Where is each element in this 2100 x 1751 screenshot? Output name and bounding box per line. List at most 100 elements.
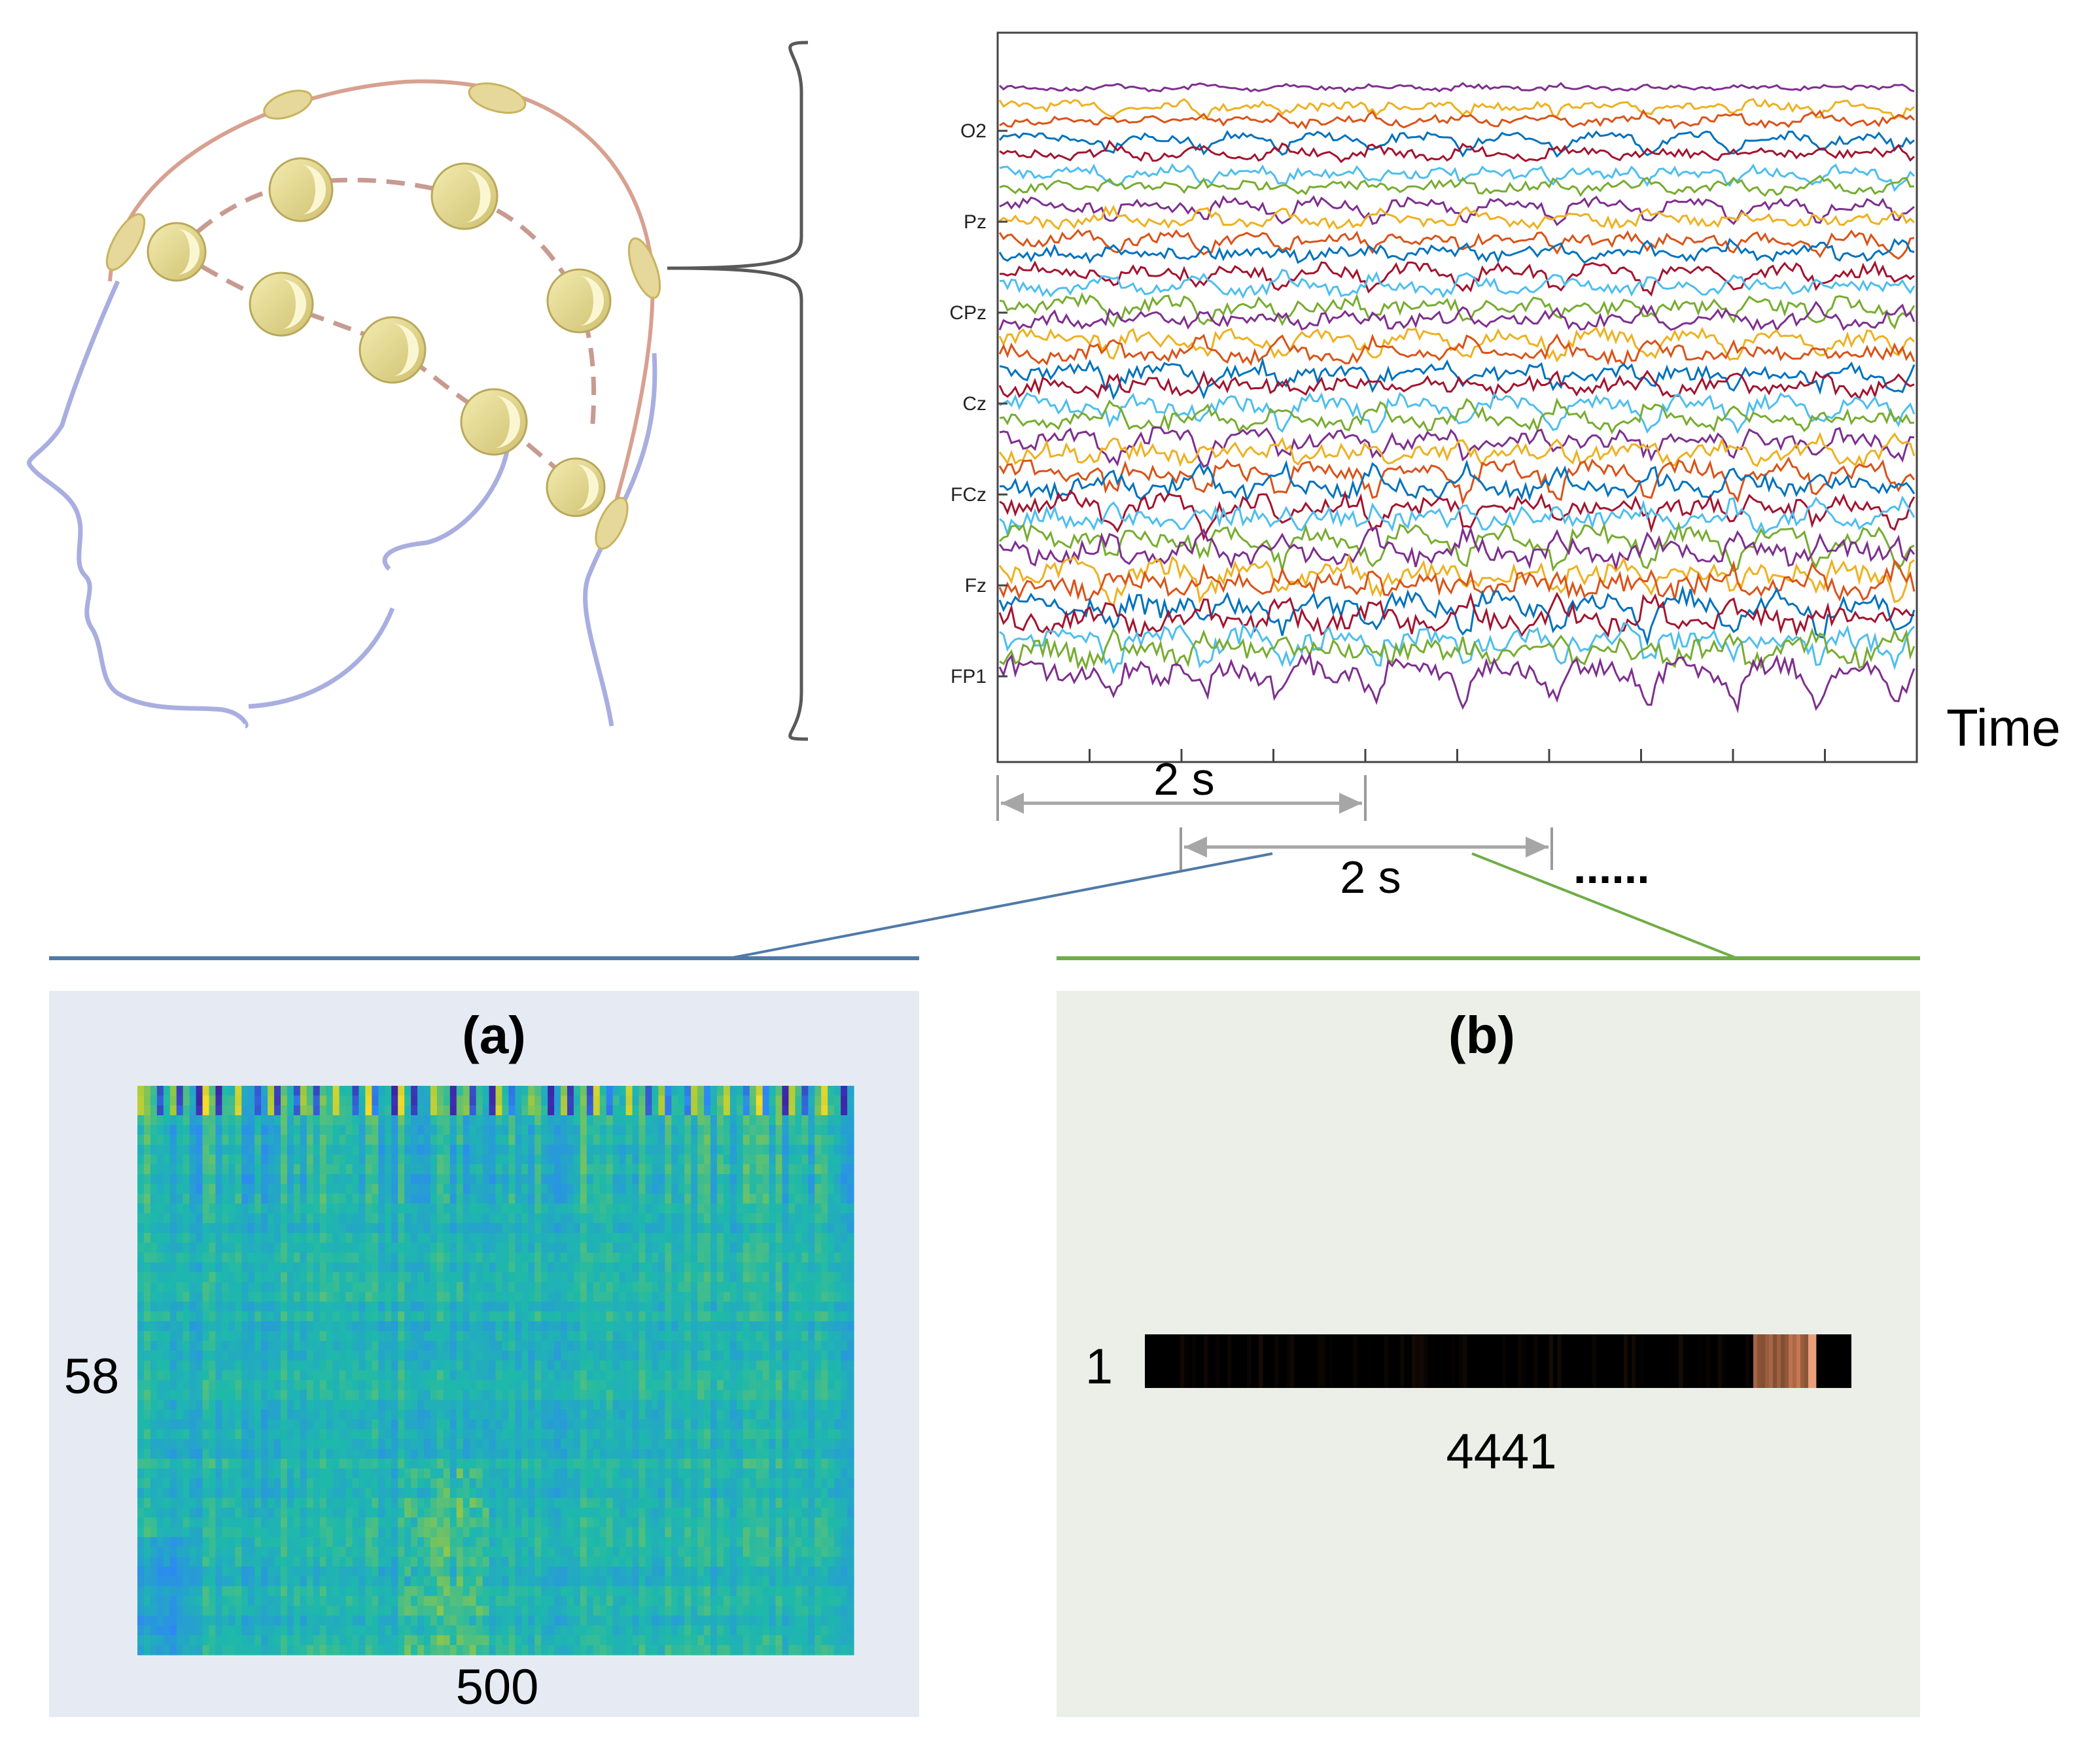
heatmap-cell	[704, 1253, 711, 1263]
heatmap-cell	[398, 1380, 405, 1391]
heatmap-cell	[469, 1184, 477, 1194]
heatmap-cell	[723, 1105, 731, 1116]
heatmap-cell	[359, 1508, 366, 1518]
heatmap-cell	[847, 1351, 854, 1361]
heatmap-cell	[443, 1517, 451, 1528]
heatmap-cell	[691, 1498, 698, 1508]
heatmap-cell	[345, 1302, 353, 1312]
heatmap-cell	[228, 1105, 236, 1116]
heatmap-cell	[287, 1253, 294, 1263]
heatmap-cell	[704, 1233, 711, 1243]
heatmap-cell	[332, 1145, 340, 1155]
heatmap-cell	[235, 1439, 242, 1449]
heatmap-cell	[828, 1204, 835, 1214]
heatmap-cell	[775, 1174, 783, 1185]
heatmap-cell	[658, 1302, 665, 1312]
heatmap-cell	[352, 1213, 360, 1224]
heatmap-cell	[391, 1351, 398, 1361]
eeg-trace	[999, 109, 1916, 130]
heatmap-cell	[235, 1419, 242, 1430]
heatmap-cell	[548, 1419, 555, 1430]
head-neck-back	[583, 353, 657, 727]
heatmap-cell	[398, 1410, 405, 1420]
heatmap-cell	[235, 1390, 242, 1400]
eeg-trace	[999, 621, 1916, 675]
heatmap-cell	[625, 1105, 633, 1116]
heatmap-cell	[163, 1184, 171, 1194]
heatmap-cell	[156, 1262, 164, 1273]
heatmap-cell	[163, 1145, 171, 1155]
heatmap-cell	[319, 1233, 327, 1243]
heatmap-cell	[508, 1380, 516, 1391]
heatmap-cell	[495, 1419, 503, 1430]
heatmap-cell	[196, 1174, 203, 1185]
heatmap-cell	[456, 1115, 464, 1126]
heatmap-cell	[704, 1410, 711, 1420]
heatmap-cell	[241, 1292, 249, 1302]
heatmap-cell	[443, 1311, 451, 1322]
heatmap-cell	[202, 1204, 210, 1214]
heatmap-cell	[469, 1223, 477, 1234]
heatmap-cell	[482, 1125, 490, 1136]
heatmap-cell	[548, 1400, 555, 1410]
heatmap-cell	[502, 1341, 509, 1351]
heatmap-cell	[834, 1086, 841, 1096]
heatmap-cell	[801, 1096, 809, 1106]
heatmap-cell	[359, 1488, 366, 1499]
heatmap-cell	[554, 1164, 561, 1175]
heatmap-cell	[156, 1459, 164, 1469]
heatmap-cell	[137, 1115, 145, 1126]
heatmap-cell	[541, 1135, 548, 1145]
heatmap-cell	[235, 1105, 242, 1116]
heatmap-cell	[449, 1184, 457, 1194]
heatmap-cell	[834, 1341, 841, 1351]
heatmap-cell	[424, 1468, 431, 1479]
heatmap-cell	[463, 1096, 470, 1106]
heatmap-cell	[704, 1194, 711, 1204]
heatmap-cell	[398, 1449, 405, 1459]
heatmap-cell	[573, 1478, 581, 1489]
heatmap-cell	[658, 1204, 665, 1214]
heatmap-cell	[215, 1154, 222, 1165]
heatmap-cell	[313, 1233, 321, 1243]
heatmap-cell	[169, 1321, 177, 1332]
heatmap-cell	[749, 1086, 757, 1096]
heatmap-cell	[691, 1213, 698, 1224]
heatmap-cell	[632, 1321, 640, 1332]
heatmap-cell	[287, 1292, 294, 1302]
heatmap-cell	[443, 1468, 451, 1479]
heatmap-cell	[554, 1331, 561, 1342]
heatmap-cell	[795, 1253, 802, 1263]
heatmap-cell	[729, 1135, 737, 1145]
heatmap-cell	[658, 1223, 665, 1234]
heatmap-cell	[521, 1341, 529, 1351]
heatmap-cell	[808, 1253, 815, 1263]
heatmap-cell	[411, 1262, 418, 1273]
heatmap-cell	[137, 1429, 145, 1440]
heatmap-cell	[612, 1439, 620, 1449]
heatmap-cell	[281, 1410, 288, 1420]
heatmap-cell	[183, 1419, 190, 1430]
heatmap-cell	[743, 1243, 750, 1253]
heatmap-cell	[456, 1096, 464, 1106]
heatmap-cell	[736, 1174, 744, 1185]
heatmap-cell	[143, 1164, 151, 1175]
heatmap-cell	[593, 1361, 601, 1371]
heatmap-cell	[261, 1390, 268, 1400]
heatmap-cell	[235, 1184, 242, 1194]
heatmap-cell	[645, 1174, 652, 1185]
heatmap-cell	[606, 1419, 614, 1430]
heatmap-cell	[313, 1292, 321, 1302]
heatmap-cell	[586, 1262, 594, 1273]
heatmap-cell	[534, 1429, 542, 1440]
heatmap-cell	[782, 1419, 790, 1430]
heatmap-cell	[241, 1164, 249, 1175]
heatmap-cell	[215, 1233, 222, 1243]
heatmap-cell	[704, 1262, 711, 1273]
heatmap-cell	[215, 1272, 222, 1283]
heatmap-cell	[502, 1498, 509, 1508]
heatmap-cell	[183, 1478, 190, 1489]
heatmap-cell	[723, 1223, 731, 1234]
heatmap-cell	[521, 1204, 529, 1214]
heatmap-cell	[313, 1370, 321, 1381]
